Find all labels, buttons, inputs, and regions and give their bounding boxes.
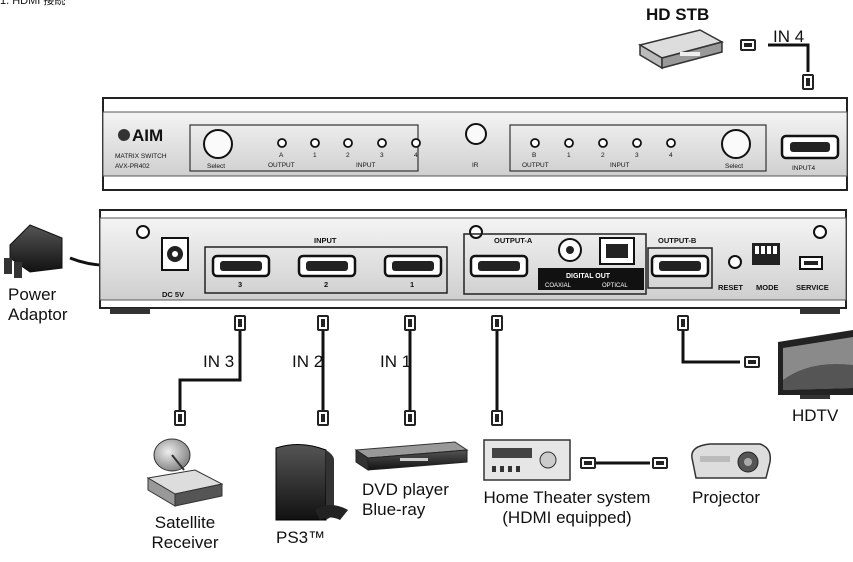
step-title: 1. HDMI 接続 (0, 0, 66, 7)
dc-jack[interactable] (161, 237, 189, 271)
input-a-num-3: 3 (380, 152, 384, 159)
projector-device (691, 443, 772, 479)
hd-stb-device (638, 29, 725, 70)
output-a-rear-label: OUTPUT-A (494, 236, 533, 245)
ps3-device (275, 444, 348, 521)
home-theater-device (483, 439, 571, 481)
front-input4-label: INPUT4 (792, 165, 816, 172)
front-panel: AIM MATRIX SWITCH AVX-PR402 Select A 1 2… (102, 97, 848, 191)
rear-input-port-3: 3 (238, 280, 242, 289)
input-a-num-2: 2 (346, 152, 350, 159)
input-b-num-1: 1 (567, 152, 571, 159)
coaxial-label: COAXIAL (545, 283, 572, 289)
input-b-num-3: 3 (635, 152, 639, 159)
home-theater-label: Home Theater system (HDMI equipped) (483, 488, 651, 527)
satellite-receiver-device (146, 438, 224, 507)
rear-input-label: INPUT (314, 236, 337, 245)
rear-input-port-1: 1 (410, 280, 414, 289)
cable-outb (681, 330, 740, 364)
service-label: SERVICE (796, 283, 829, 292)
projector-label: Projector (692, 488, 761, 507)
input-a-num-4: 4 (414, 152, 418, 159)
dc-label: DC 5V (162, 290, 184, 299)
mode-label: MODE (756, 283, 779, 292)
output-b-label: OUTPUT (522, 162, 549, 169)
input-b-label: INPUT (610, 162, 630, 169)
select-a-label: Select (207, 163, 225, 170)
cables (69, 43, 810, 465)
cable-in3 (178, 330, 242, 420)
ir-sensor (465, 123, 487, 145)
cable-in4-label: IN 4 (773, 27, 805, 46)
ps3-label: PS3™ (276, 528, 326, 547)
front-brand: AIM (132, 126, 163, 145)
select-b-label: Select (725, 163, 743, 170)
output-a-label: OUTPUT (268, 162, 295, 169)
rear-input-port-2: 2 (324, 280, 328, 289)
output-b-letter: B (532, 152, 536, 159)
hdtv-label: HDTV (792, 406, 839, 425)
output-b-rear-label: OUTPUT-B (658, 236, 697, 245)
power-adaptor-label: Power Adaptor (8, 285, 68, 324)
front-model-line1: MATRIX SWITCH (115, 153, 167, 160)
input-b-num-4: 4 (669, 152, 673, 159)
mode-dip-switch[interactable] (752, 243, 780, 265)
reset-button[interactable] (728, 255, 742, 269)
input-a-label: INPUT (356, 162, 376, 169)
ir-label: IR (472, 162, 479, 169)
select-b-button[interactable] (721, 129, 751, 159)
leds-group-a (277, 138, 421, 148)
leds-group-b (530, 138, 676, 148)
input-a-num-1: 1 (313, 152, 317, 159)
cable-in2-label: IN 2 (292, 352, 324, 371)
cable-in1-label: IN 1 (380, 352, 412, 371)
output-a-letter: A (279, 152, 284, 159)
power-adaptor-device (4, 224, 63, 278)
dvd-player-device (354, 441, 469, 471)
hdtv-device (778, 330, 853, 399)
cable-in4 (768, 43, 810, 72)
cable-in3-label: IN 3 (203, 352, 235, 371)
rear-panel: DC 5V INPUT 3 2 1 OUTPUT-A DIGITAL OUT C… (99, 209, 847, 314)
reset-label: RESET (718, 283, 743, 292)
input-b-num-2: 2 (601, 152, 605, 159)
hd-stb-label: HD STB (646, 5, 710, 24)
optical-label: OPTICAL (602, 283, 628, 289)
digital-out-label: DIGITAL OUT (566, 273, 611, 280)
select-a-button[interactable] (203, 129, 233, 159)
dvd-label: DVD player Blue-ray (362, 480, 449, 519)
satellite-label: Satellite Receiver (151, 513, 219, 552)
front-model-line2: AVX-PR402 (115, 163, 150, 170)
